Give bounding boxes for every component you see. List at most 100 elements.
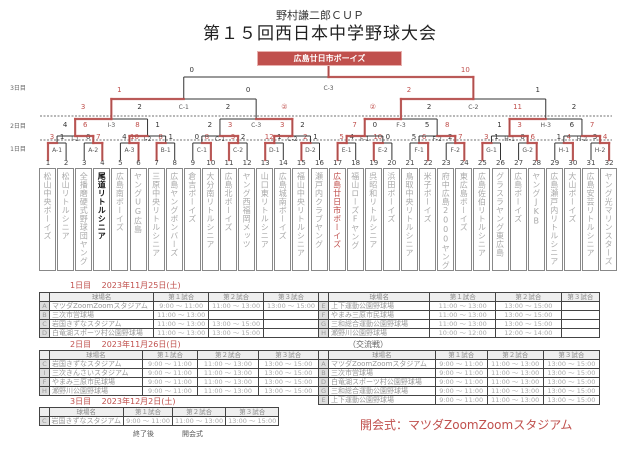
- venue-name: 上下運動公園野球場: [328, 301, 431, 311]
- game-time: 11:00 ～ 13:00: [486, 377, 544, 387]
- score-right: 8: [205, 133, 209, 141]
- score-left: 0: [190, 66, 194, 74]
- score-right: 7: [458, 133, 462, 141]
- header-cell: 第３試合: [542, 350, 601, 360]
- venue-name: 三次市営球場: [328, 368, 436, 378]
- match-label: C-1: [197, 147, 207, 154]
- game-time: 11:00 ～ 13:00: [429, 319, 497, 329]
- header-cell: 第２試合: [172, 407, 227, 417]
- team-number: 20: [387, 159, 397, 167]
- header-cell: 第３試合: [257, 350, 320, 360]
- team-number: 4: [100, 159, 105, 167]
- venue-name: 白竜湖スポーツ村公園野球場: [49, 328, 155, 338]
- score-right: 4: [567, 133, 572, 141]
- day-label: 3日目: [10, 85, 26, 92]
- score-right: 1: [155, 121, 159, 129]
- score-left: 7: [352, 121, 356, 129]
- team-number: 12: [242, 159, 252, 167]
- team-name: 福山ローズFヤング: [346, 168, 364, 271]
- match-label: E-1: [342, 147, 352, 154]
- venue-name: マツダZoomZoomスタジアム: [328, 359, 436, 369]
- score-right: 6: [530, 133, 535, 141]
- game-time: 13:00 ～ 15:00: [542, 386, 601, 396]
- game-time: 12:00 ～ 14:00: [495, 328, 562, 338]
- game-time: [263, 328, 319, 338]
- team-name: 松山中央ボーイズ: [39, 168, 56, 271]
- team-name: 広島城南ボーイズ: [274, 168, 292, 271]
- team-number: 31: [586, 159, 596, 167]
- score-right: 10: [461, 66, 470, 74]
- venue-name: 瀬野川公園野球場: [328, 328, 431, 338]
- game-time: 9:00 ～ 11:00: [434, 359, 488, 369]
- match-label: F-2: [451, 147, 461, 154]
- team-name: ヤングUG広島: [129, 168, 147, 271]
- game-time: 13:00 ～ 15:00: [263, 301, 319, 311]
- score-left: 6: [570, 121, 575, 129]
- header-cell: 第１試合: [153, 292, 210, 302]
- score-left: 3: [81, 103, 85, 111]
- team-number: 13: [260, 159, 270, 167]
- venue-name: マツダZoomZoomスタジアム: [49, 301, 155, 311]
- team-number: 14: [278, 159, 288, 167]
- header-cell: 第３試合: [225, 407, 280, 417]
- venue-code: I: [39, 368, 50, 378]
- venue-name: やまみ三原市民球場: [328, 310, 431, 320]
- match-label: H-2: [595, 147, 606, 154]
- score-right: 2: [137, 103, 141, 111]
- header-cell: 球場名: [49, 350, 143, 360]
- match-label: H-3: [541, 122, 552, 129]
- score-left: ②: [370, 103, 376, 111]
- match-label: H-2: [577, 136, 588, 143]
- match-label: I-2: [144, 136, 152, 143]
- header-cell: [317, 350, 330, 360]
- venue-code: C: [38, 319, 51, 329]
- score-right: 1: [60, 133, 64, 141]
- team-number: 30: [568, 159, 578, 167]
- venue-code: F: [317, 310, 330, 320]
- team-name: ヤング西福岡メッツ: [238, 168, 256, 271]
- match-label: F-1: [414, 147, 424, 154]
- team-name: 米子ボーイズ: [419, 168, 437, 271]
- match-label: F-3: [396, 122, 406, 129]
- champion-banner: 広島廿日市ボーイズ: [257, 51, 402, 66]
- game-time: 13:00 ～ 15:00: [542, 377, 601, 387]
- team-name: 広島安芸リトルシニア: [582, 168, 599, 271]
- game-time: 11:00 ～ 13:00: [429, 310, 497, 320]
- game-time: [263, 319, 319, 329]
- match-label: H-1: [504, 136, 515, 143]
- team-name: 倉吉ボーイズ: [183, 168, 201, 271]
- game-time: 9:00 ～ 11:00: [434, 395, 488, 405]
- game-time: 13:00 ～ 15:00: [495, 319, 562, 329]
- match-label: C-1: [215, 136, 225, 143]
- team-name: 広島廿日市ボーイズ: [328, 168, 346, 271]
- game-time: 11:00 ～ 13:00: [197, 359, 259, 369]
- header-cell: 第１試合: [123, 407, 174, 417]
- team-number: 21: [405, 159, 415, 167]
- after-label: 終了後: [133, 430, 154, 438]
- score-left: 1: [117, 86, 121, 94]
- team-number: 27: [514, 159, 524, 167]
- day1-title: 1日目 2023年11月25日(土): [70, 281, 181, 290]
- game-time: 9:00 ～ 11:00: [141, 377, 199, 387]
- header-row: 球場名第１試合第２試合第３試合: [38, 292, 319, 302]
- team-name: 呉昭和リトルシニア: [364, 168, 382, 271]
- game-time: 13:00 ～ 15:00: [257, 386, 320, 396]
- game-time: 11:00 ～ 13:00: [486, 395, 544, 405]
- score-left: 5: [412, 133, 416, 141]
- venue-name: 三次市営球場: [49, 310, 155, 320]
- score-right: 8: [445, 121, 449, 129]
- score-left: 10: [373, 133, 382, 141]
- score-right: 0: [373, 121, 377, 129]
- score-left: 2: [407, 86, 411, 94]
- team-name: 府中広島2000ヤング: [437, 168, 455, 271]
- team-name: 三原中央リトルシニア: [147, 168, 165, 271]
